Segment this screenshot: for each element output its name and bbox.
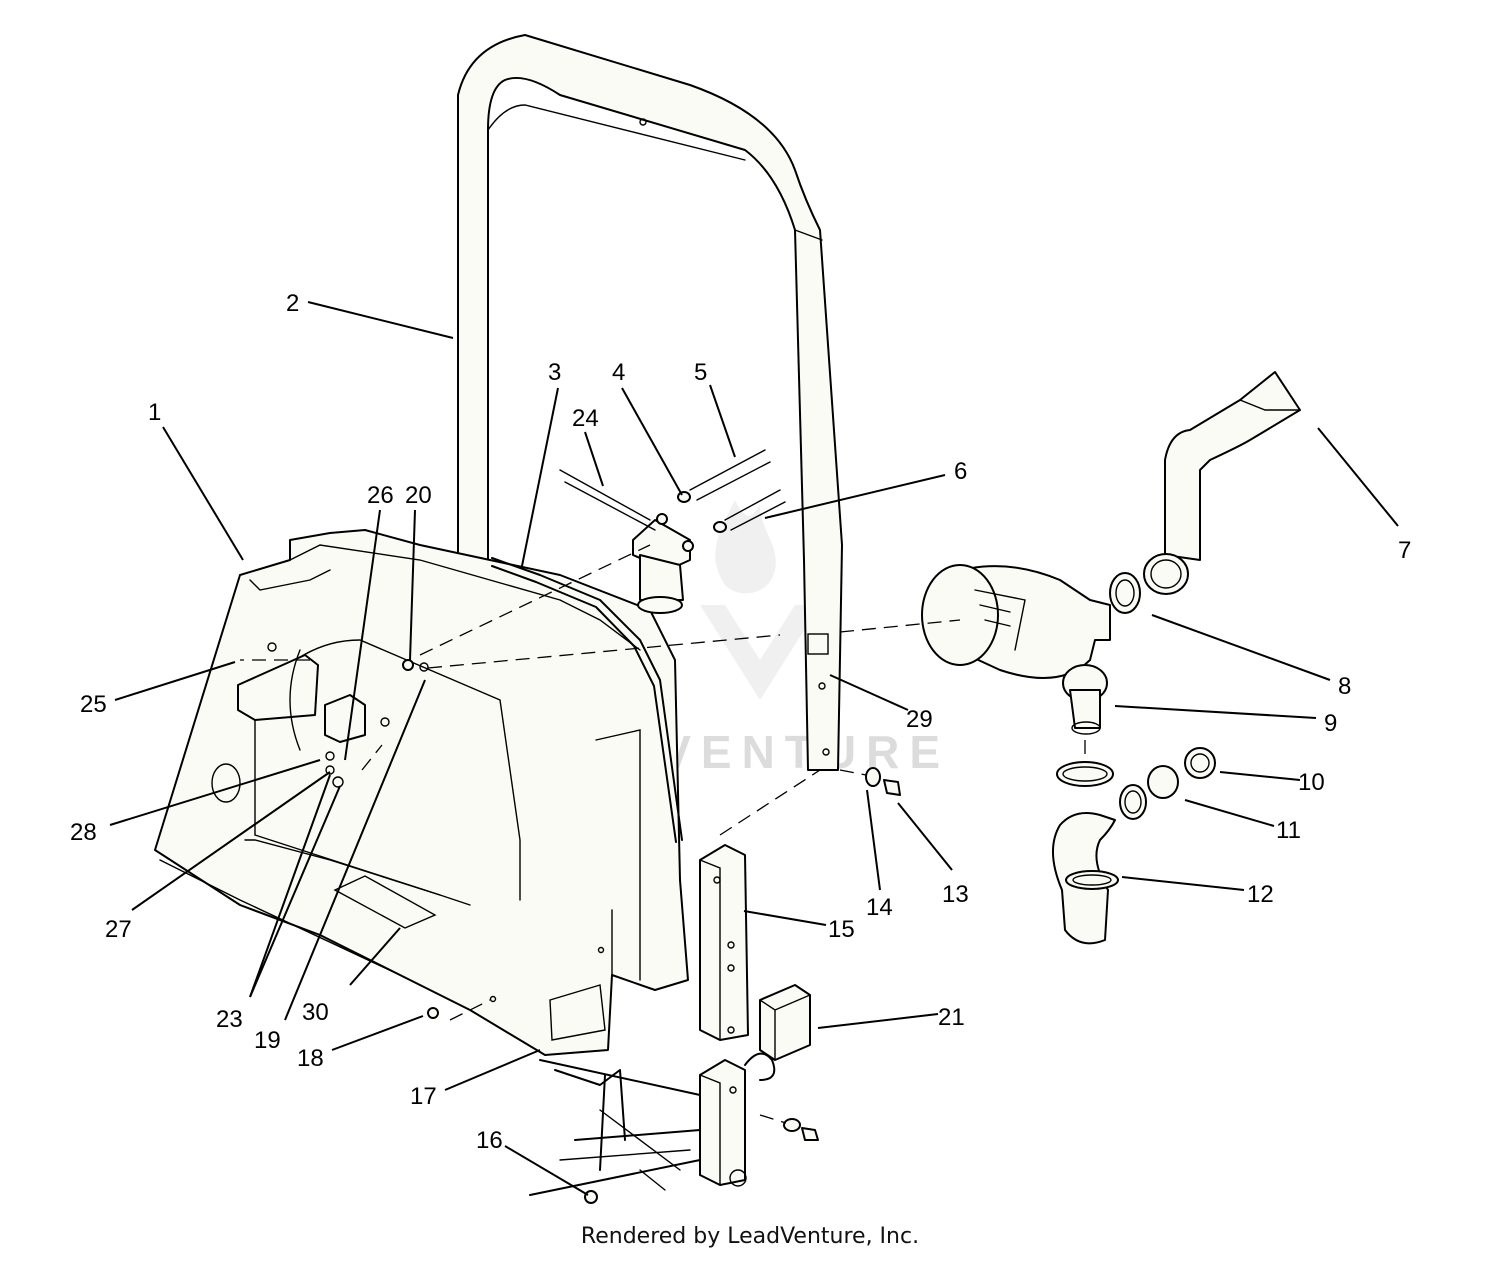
callout-2: 2 <box>286 290 299 317</box>
part-hose-clamp-8 <box>1109 572 1141 614</box>
callout-18: 18 <box>297 1045 324 1072</box>
callout-13: 13 <box>942 881 969 908</box>
part-coupler-clamps <box>1056 747 1216 820</box>
callout-23: 23 <box>216 1006 243 1033</box>
callout-labels: 1 2 3 4 5 6 7 8 9 10 11 12 13 14 15 16 1… <box>70 290 1411 1154</box>
part-decal <box>333 875 437 929</box>
part-control-module <box>744 984 811 1081</box>
callout-11: 11 <box>1276 817 1301 844</box>
watermark-logo <box>700 500 820 700</box>
callout-21: 21 <box>938 1004 965 1031</box>
callout-5: 5 <box>694 359 707 386</box>
rendered-by-credit: Rendered by LeadVenture, Inc. <box>580 1224 920 1249</box>
part-intake-tube <box>1143 371 1301 595</box>
callout-8: 8 <box>1338 673 1351 700</box>
part-seal-strip <box>491 557 683 843</box>
assembly-center-lines <box>240 544 1086 1124</box>
callout-1: 1 <box>148 399 161 426</box>
callout-7: 7 <box>1398 537 1411 564</box>
part-bolt-washer <box>865 767 901 796</box>
callout-28: 28 <box>70 819 97 846</box>
callout-20: 20 <box>405 482 432 509</box>
callout-6: 6 <box>954 458 967 485</box>
callout-12: 12 <box>1247 881 1274 908</box>
callout-3: 3 <box>548 359 561 386</box>
callout-9: 9 <box>1324 710 1337 737</box>
callout-4: 4 <box>612 359 625 386</box>
part-roll-bar <box>457 34 843 771</box>
callout-25: 25 <box>80 691 107 718</box>
part-fuel-lines <box>559 449 786 531</box>
callout-27: 27 <box>105 916 132 943</box>
part-elbow-hose <box>1051 812 1119 945</box>
callout-16: 16 <box>476 1127 503 1154</box>
callout-15: 15 <box>828 916 855 943</box>
part-fuel-filter <box>632 491 727 614</box>
callout-10: 10 <box>1298 769 1325 796</box>
callout-17: 17 <box>410 1083 437 1110</box>
callout-26: 26 <box>367 482 394 509</box>
callout-19: 19 <box>254 1027 281 1054</box>
callout-30: 30 <box>302 999 329 1026</box>
callout-29: 29 <box>906 706 933 733</box>
callout-14: 14 <box>866 894 893 921</box>
part-bracket-upper <box>699 844 749 1041</box>
part-bracket-lower <box>529 1059 747 1196</box>
callout-leaders <box>109 301 1399 1196</box>
part-air-cleaner <box>921 564 1111 735</box>
callout-24: 24 <box>572 405 599 432</box>
part-lower-hardware <box>783 1118 819 1141</box>
